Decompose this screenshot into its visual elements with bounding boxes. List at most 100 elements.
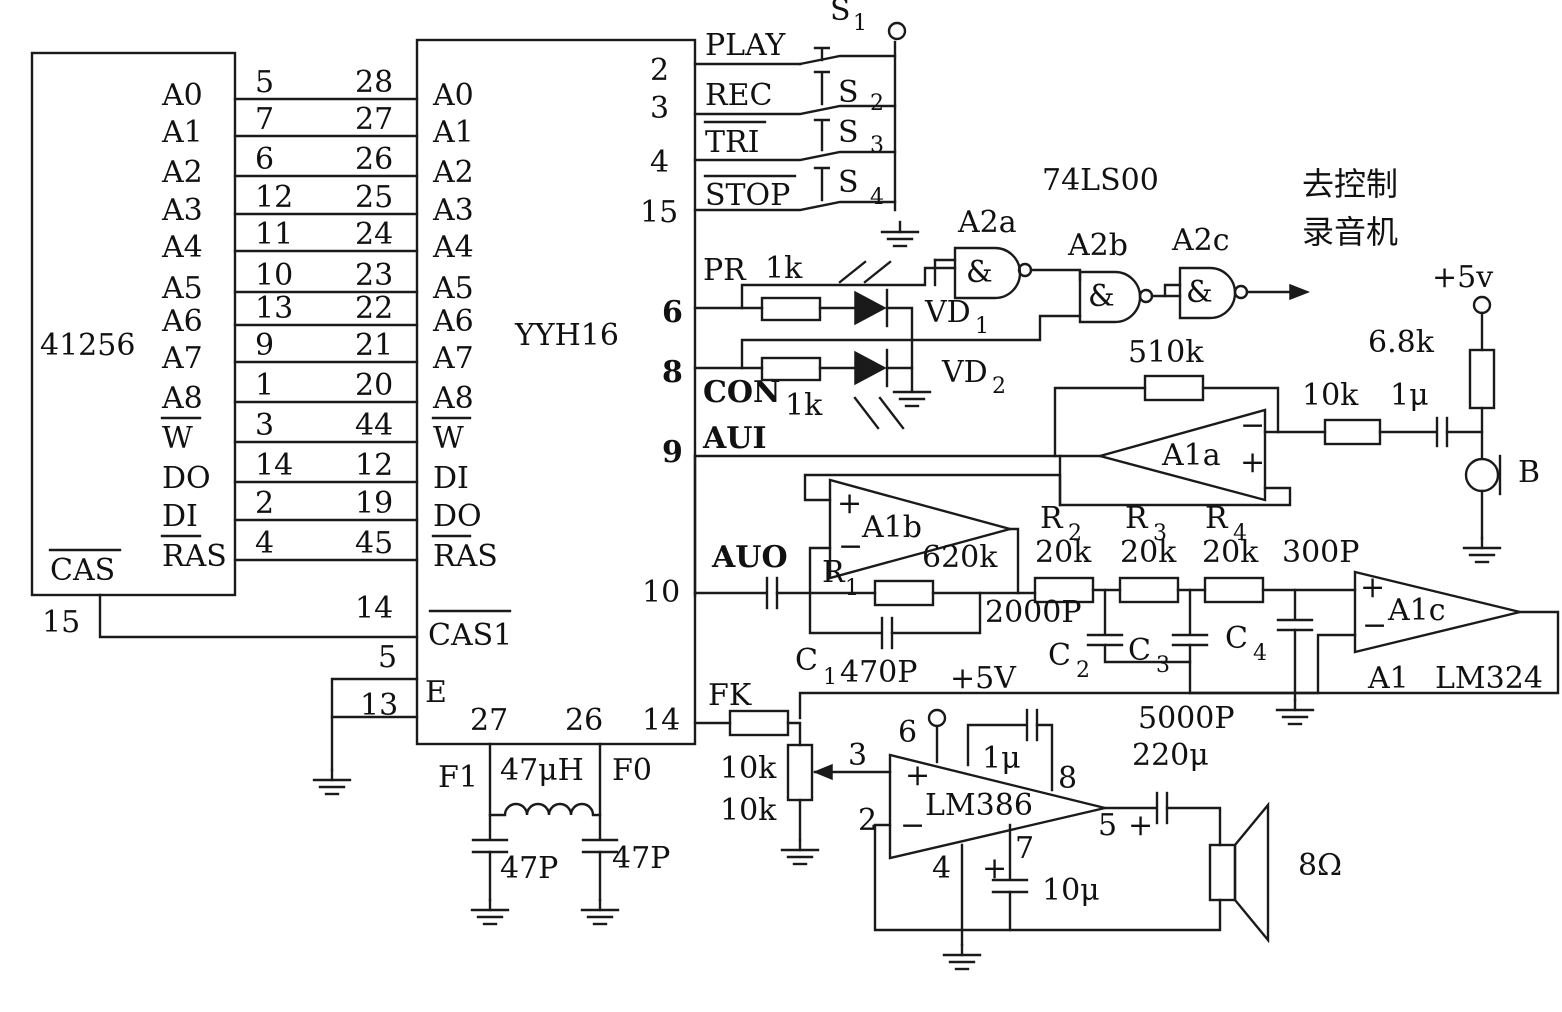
resistor-r4	[1203, 576, 1265, 604]
a1c-out-wire	[798, 610, 1560, 720]
s4-label: S	[838, 165, 859, 200]
led-ground	[892, 380, 932, 408]
filter-ground	[1275, 698, 1315, 726]
c1-sub: 1	[823, 665, 837, 690]
c220-value: 220μ	[1132, 738, 1209, 773]
r1-sub: 1	[845, 576, 859, 601]
chip-41256-pin-number: 3	[255, 408, 274, 443]
switch-ground	[880, 220, 920, 248]
r3-sub: 3	[1153, 521, 1167, 546]
osc-ground-left	[470, 898, 510, 926]
lm324-label: LM324	[1435, 661, 1543, 696]
chip-41256-pin-number: 6	[255, 142, 274, 177]
vd2-label: VD	[941, 355, 988, 390]
a1c-minus-wire	[1188, 633, 1357, 695]
vd2-diode	[854, 350, 887, 386]
stop-actuator	[813, 166, 830, 202]
pin-2: 2	[650, 53, 669, 88]
chip-41256-pin-label: A7	[161, 341, 203, 376]
chip-yyh16-pin-label: DI	[433, 461, 469, 496]
ground-symbol	[312, 768, 352, 796]
cas1-pin: 14	[355, 591, 393, 626]
aui-label: AUI	[702, 421, 766, 456]
e-label: E	[425, 675, 447, 710]
c2-value: 2000P	[985, 595, 1082, 630]
lm386-pin6: 6	[898, 715, 917, 750]
lm386-plus: +	[905, 758, 930, 793]
chip-yyh16-pin-number: 21	[355, 328, 393, 363]
chip-yyh16-pin-number: 45	[355, 526, 393, 561]
c2-return	[1103, 643, 1192, 664]
pin-8: 8	[662, 355, 683, 390]
chip-41256-pin-number: 2	[255, 486, 274, 521]
chip-yyh16-pin-number: 24	[355, 217, 393, 252]
play-label: PLAY	[705, 28, 787, 63]
switch-terminal	[887, 21, 907, 41]
chip-yyh16-pin-label: A7	[432, 341, 474, 376]
speaker-label: 8Ω	[1298, 848, 1342, 883]
vd1-sub: 1	[975, 314, 989, 339]
fk-resistor-value: 10k	[720, 751, 777, 786]
chip-41256-pin-label: DO	[162, 461, 211, 496]
chip-41256-pin-label: W	[162, 421, 193, 456]
chip-yyh16-pin-number: 26	[355, 142, 393, 177]
pin-9: 9	[662, 435, 683, 470]
vcc-filter: +5V	[950, 661, 1017, 696]
pot-ground	[780, 838, 820, 866]
chip-yyh16-pin-number: 25	[355, 180, 393, 215]
chip-yyh16-pin-label: A1	[432, 115, 474, 150]
lm386-pin2: 2	[858, 803, 877, 838]
pin-3: 3	[650, 91, 669, 126]
output-arrow	[1289, 283, 1311, 301]
r2-sub: 2	[1068, 521, 1082, 546]
a1a-plus: +	[1240, 445, 1265, 480]
resistor-6.8k	[1468, 348, 1496, 410]
play-switch	[798, 54, 897, 66]
r4-value: 20k	[1202, 535, 1259, 570]
lm386-pin8: 8	[1058, 761, 1077, 796]
lm386-pin4: 4	[932, 851, 951, 886]
vd2-arrow	[853, 396, 880, 430]
gate-a2a-symbol: &	[966, 255, 993, 290]
a1b-plus: +	[837, 486, 862, 521]
chip-41256-pin-label: A3	[161, 193, 203, 228]
feedback-wire-left	[1053, 386, 1147, 458]
f1-label: F1	[438, 760, 478, 795]
pr-resistor	[760, 296, 822, 322]
vd2-arrow2	[878, 396, 905, 430]
gate-a2b-symbol: &	[1088, 279, 1115, 314]
lm386-pin7: 7	[1015, 831, 1034, 866]
gain-cap-value: 1μ	[982, 741, 1021, 776]
s2-sub: 2	[870, 91, 884, 116]
c1-value: 470P	[840, 655, 917, 690]
pin-10: 10	[642, 575, 680, 610]
c4-sub: 4	[1253, 641, 1267, 666]
chip-yyh16-pin-number: 22	[355, 291, 393, 326]
s2-label: S	[838, 75, 859, 110]
vcc-mic: +5v	[1432, 260, 1493, 295]
chip-41256-pin-label: DI	[162, 499, 198, 534]
a1c-plus: +	[1360, 570, 1385, 605]
chip-yyh16-pin-number: 44	[355, 408, 393, 443]
resistor-r1	[873, 579, 935, 607]
chip-41256-pin-number: 5	[255, 65, 274, 100]
lm386-ground	[942, 943, 982, 971]
a1b-plus-wire	[803, 473, 1062, 507]
output-note-line1: 去控制	[1302, 165, 1398, 203]
gate-a2c-symbol: &	[1186, 275, 1213, 310]
chip-41256-pin-label: RAS	[162, 539, 227, 574]
c5000-value: 5000P	[1138, 701, 1235, 736]
chip-yyh16-pin-label: DO	[433, 499, 482, 534]
vd1-arrow	[838, 260, 867, 284]
vcc-terminal	[1472, 295, 1492, 315]
vd2-sub: 2	[992, 374, 1006, 399]
lm386-pin5: 5	[1098, 808, 1117, 843]
resistor-10k-mic	[1323, 418, 1382, 446]
play-actuator	[813, 46, 830, 62]
tri-label: TRI	[705, 125, 759, 160]
pin-14: 14	[642, 703, 680, 738]
mic-cap-value: 1μ	[1390, 378, 1429, 413]
chip-yyh16-pin-number: 12	[355, 448, 393, 483]
